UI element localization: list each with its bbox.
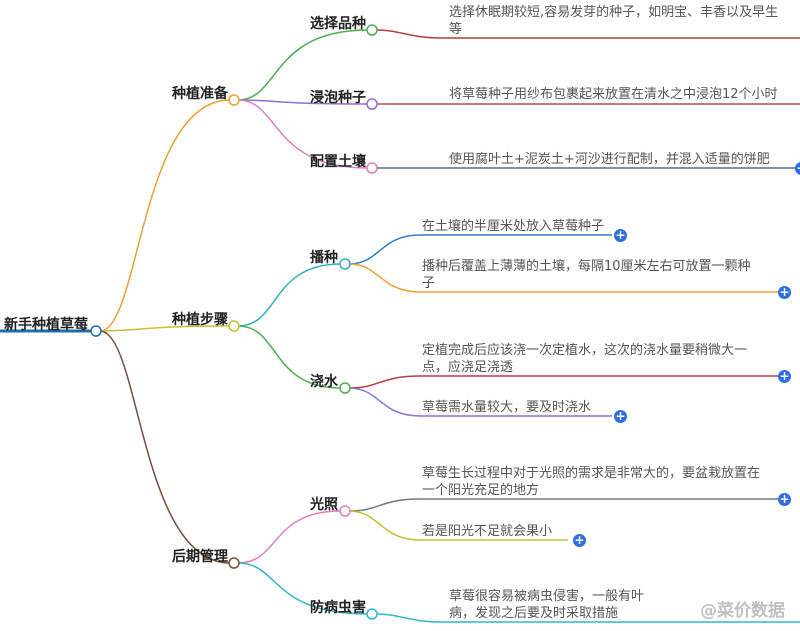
leaf-pest-2[interactable]: 病，发现之后要及时采取措施	[449, 606, 619, 621]
expand-plus-icon[interactable]: +	[573, 533, 586, 547]
expand-plus-icon[interactable]: +	[778, 285, 791, 299]
expand-plus-icon[interactable]: +	[778, 369, 791, 383]
leaf-light-1[interactable]: 草莓生长过程中对于光照的需求是非常大的，要盆栽放置在一个阳光充足的地方	[422, 466, 761, 498]
node-pest[interactable]: 防病虫害	[310, 600, 366, 616]
leaf-soak[interactable]: 将草莓种子用纱布包裹起来放置在清水之中浸泡12个小时	[449, 87, 778, 102]
watermark: @菜价数据	[700, 601, 785, 621]
leaf-water-2[interactable]: 草莓需水量较大，要及时浇水	[422, 400, 592, 415]
leaf-sow-1[interactable]: 在土壤的半厘米处放入草莓种子	[422, 219, 605, 234]
expand-plus-icon[interactable]: +	[614, 228, 627, 242]
node-variety[interactable]: 选择品种	[310, 16, 366, 32]
node-soak[interactable]: 浸泡种子	[310, 90, 366, 106]
leaf-soil[interactable]: 使用腐叶土+泥炭土+河沙进行配制，并混入适量的饼肥	[449, 152, 770, 167]
leaf-sow-2[interactable]: 播种后覆盖上薄薄的土壤，每隔10厘米左右可放置一颗种子	[422, 259, 751, 291]
leaf-variety[interactable]: 选择休眠期较短,容易发芽的种子，如明宝、丰香以及早生等	[449, 5, 779, 37]
expand-plus-icon[interactable]: +	[795, 162, 800, 175]
node-light[interactable]: 光照	[310, 497, 338, 513]
leaf-light-2[interactable]: 若是阳光不足就会果小	[422, 524, 553, 539]
expand-plus-icon[interactable]: +	[614, 409, 627, 423]
leaf-pest-1[interactable]: 草莓很容易被病虫侵害，一般有叶	[449, 589, 645, 604]
node-prep[interactable]: 种植准备	[172, 86, 228, 102]
node-steps[interactable]: 种植步骤	[172, 312, 228, 328]
node-water[interactable]: 浇水	[310, 374, 338, 390]
root-node[interactable]: 新手种植草莓	[4, 317, 88, 333]
node-soil[interactable]: 配置土壤	[310, 154, 366, 170]
leaf-water-1[interactable]: 定植完成后应该浇一次定植水，这次的浇水量要稍微大一点，应浇足浇透	[422, 343, 748, 375]
node-sow[interactable]: 播种	[310, 250, 338, 266]
expand-plus-icon[interactable]: +	[778, 492, 791, 506]
node-care[interactable]: 后期管理	[172, 549, 228, 565]
